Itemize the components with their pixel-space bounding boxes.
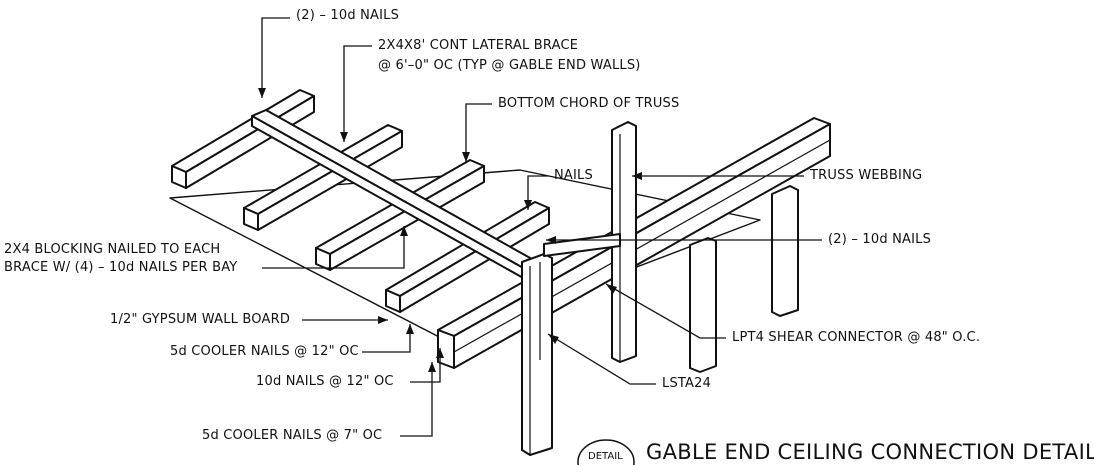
label-lpt4: LPT4 SHEAR CONNECTOR @ 48" O.C.	[732, 330, 981, 345]
label-nails-top: (2) – 10d NAILS	[296, 8, 400, 23]
label-nails-right: (2) – 10d NAILS	[828, 232, 932, 247]
leader-lpt4	[605, 283, 726, 339]
bottom-chord-4	[385, 201, 550, 313]
label-lateral-brace-1: 2X4X8' CONT LATERAL BRACE	[378, 38, 579, 53]
detail-bubble-text: DETAIL	[588, 451, 623, 462]
label-lateral-brace-2: @ 6'–0" OC (TYP @ GABLE END WALLS)	[378, 58, 641, 73]
label-gypsum: 1/2" GYPSUM WALL BOARD	[110, 312, 291, 327]
label-blocking-2: BRACE W/ (4) – 10d NAILS PER BAY	[4, 260, 238, 275]
leader-nails	[527, 175, 548, 210]
bottom-chord-2	[243, 124, 403, 231]
label-nails: NAILS	[554, 168, 593, 183]
label-lsta24: LSTA24	[662, 376, 712, 391]
detail-bubble	[577, 439, 635, 465]
leader-lateral-brace	[343, 45, 372, 142]
leader-cooler-7	[400, 362, 433, 437]
leader-cooler-12	[362, 324, 411, 353]
leader-blocking	[262, 226, 405, 269]
label-blocking-1: 2X4 BLOCKING NAILED TO EACH	[4, 242, 221, 257]
truss-web-post-3	[771, 185, 799, 317]
leader-10d-12	[410, 348, 441, 383]
truss-web-post-2	[689, 237, 717, 373]
label-cooler-7: 5d COOLER NAILS @ 7" OC	[202, 428, 383, 443]
leader-nails-top	[261, 17, 290, 98]
leader-bottom-chord	[465, 103, 492, 162]
label-cooler-12: 5d COOLER NAILS @ 12" OC	[170, 344, 359, 359]
detail-title: GABLE END CEILING CONNECTION DETAIL	[646, 440, 1094, 464]
label-truss-webbing: TRUSS WEBBING	[810, 168, 923, 183]
label-10d-12: 10d NAILS @ 12" OC	[256, 374, 394, 389]
truss-web-post-1	[611, 121, 637, 363]
leader-lsta24	[547, 333, 656, 385]
label-bottom-chord: BOTTOM CHORD OF TRUSS	[498, 96, 680, 111]
front-post	[521, 253, 553, 456]
